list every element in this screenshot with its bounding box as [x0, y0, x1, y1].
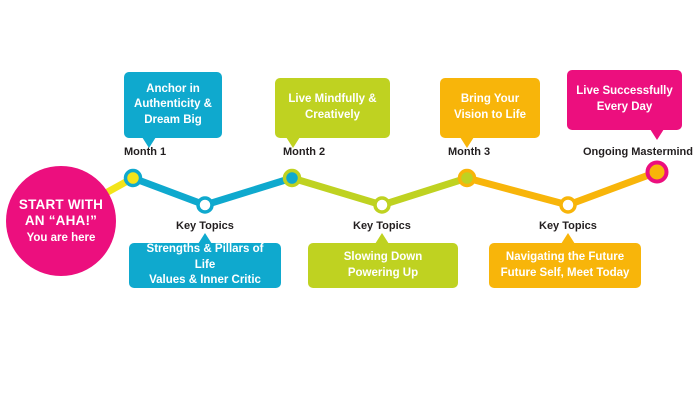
milestone-2-line-2: Creatively — [305, 109, 360, 121]
key-topics-label-3: Key Topics — [539, 220, 597, 232]
key-topics-label-2: Key Topics — [353, 220, 411, 232]
milestone-1-line-3: Dream Big — [144, 113, 202, 126]
start-line-2: AN “AHA!” — [24, 212, 98, 228]
node-ongoing-mastermind[interactable] — [645, 160, 669, 184]
key-topics-bubble-1[interactable]: Strengths & Pillars of Life Values & Inn… — [129, 233, 281, 288]
bubble-tail-icon — [460, 137, 474, 148]
start-line-3: You are here — [26, 231, 96, 244]
node-key-topics-3[interactable] — [559, 196, 577, 214]
key-topics-bubble-2[interactable]: Slowing Down Powering Up — [308, 233, 458, 288]
milestone-label-month-3: Month 3 — [448, 146, 491, 158]
key-topics-3-line-2: Future Self, Meet Today — [500, 266, 630, 279]
node-month-1[interactable] — [123, 168, 143, 188]
milestone-bubble-month-3[interactable]: Bring Your Vision to Life — [440, 78, 540, 148]
bubble-tail-icon — [198, 233, 212, 244]
bubble-tail-icon — [375, 233, 389, 244]
milestone-label-month-1: Month 1 — [124, 146, 167, 158]
milestone-4-line-1: Live Successfully — [576, 85, 673, 98]
milestone-2-line-1: Live Mindfully & — [288, 93, 377, 106]
milestone-label-ongoing-mastermind: Ongoing Mastermind — [583, 146, 693, 158]
bubble-tail-icon — [286, 137, 300, 148]
start-here-badge[interactable]: START WITH AN “AHA!” You are here — [6, 166, 116, 276]
key-topics-2-line-1: Slowing Down — [343, 250, 423, 263]
node-month-2[interactable] — [282, 168, 302, 188]
milestone-bubble-ongoing-mastermind[interactable]: Live Successfully Every Day — [567, 70, 682, 140]
milestone-3-line-1: Bring Your — [460, 93, 520, 106]
node-key-topics-2[interactable] — [373, 196, 391, 214]
key-topics-3-line-1: Navigating the Future — [505, 250, 625, 263]
bubble-tail-icon — [142, 137, 156, 148]
node-month-3[interactable] — [457, 168, 477, 188]
milestone-1-line-1: Anchor in — [146, 82, 200, 95]
bubble-tail-icon — [650, 129, 664, 140]
key-topics-1-line-2: Values & Inner Critic — [149, 274, 261, 287]
milestone-4-line-2: Every Day — [596, 101, 653, 113]
milestone-3-line-2: Vision to Life — [454, 109, 526, 121]
start-line-1: START WITH — [18, 196, 104, 212]
key-topics-1-line-1: Strengths & Pillars of Life — [146, 243, 264, 271]
milestone-bubble-month-1[interactable]: Anchor in Authenticity & Dream Big — [124, 72, 222, 148]
node-key-topics-1[interactable] — [196, 196, 214, 214]
key-topics-label-1: Key Topics — [176, 220, 234, 232]
milestone-1-line-2: Authenticity & — [134, 98, 212, 111]
key-topics-bubble-3[interactable]: Navigating the Future Future Self, Meet … — [489, 233, 641, 288]
milestone-label-month-2: Month 2 — [283, 146, 326, 158]
key-topics-2-line-2: Powering Up — [347, 266, 419, 279]
milestone-bubble-month-2[interactable]: Live Mindfully & Creatively — [275, 78, 390, 148]
bubble-tail-icon — [561, 233, 575, 244]
